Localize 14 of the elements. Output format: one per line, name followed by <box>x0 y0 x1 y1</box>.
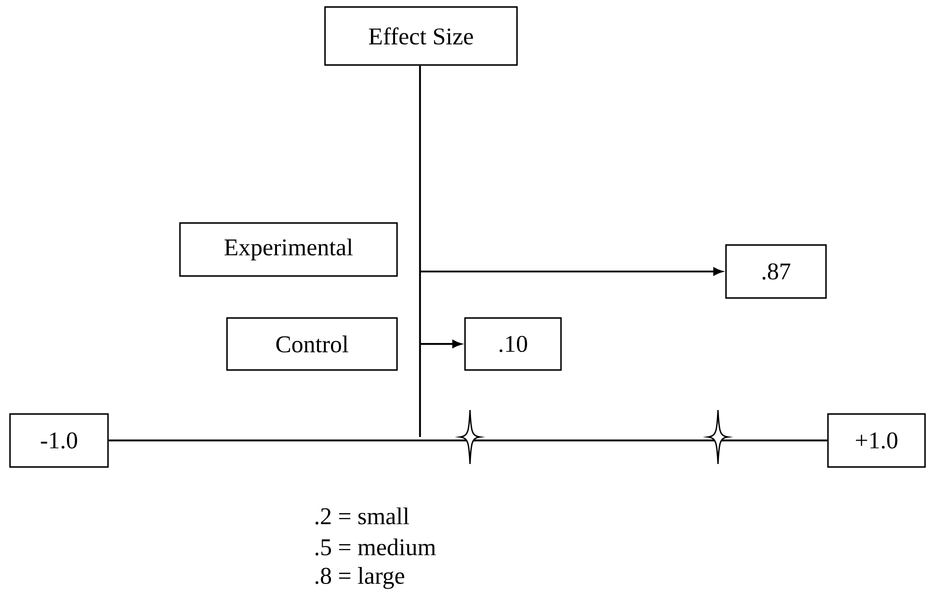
value-box: .10 <box>464 317 562 371</box>
title-box: Effect Size <box>324 6 518 66</box>
value-box: .87 <box>725 244 827 299</box>
arrow <box>420 268 722 276</box>
legend-note: .2 = small <box>316 507 409 524</box>
label-box: Experimental <box>179 222 398 277</box>
axis-end-box: +1.0 <box>827 413 926 468</box>
legend-note: .8 = large <box>316 567 404 589</box>
axis-line <box>108 440 828 442</box>
arrow <box>420 340 462 348</box>
label-box: Control <box>226 317 398 371</box>
axis-end-box: -1.0 <box>9 413 109 468</box>
connector-line <box>419 66 421 437</box>
legend-note: .5 = medium <box>316 538 436 556</box>
